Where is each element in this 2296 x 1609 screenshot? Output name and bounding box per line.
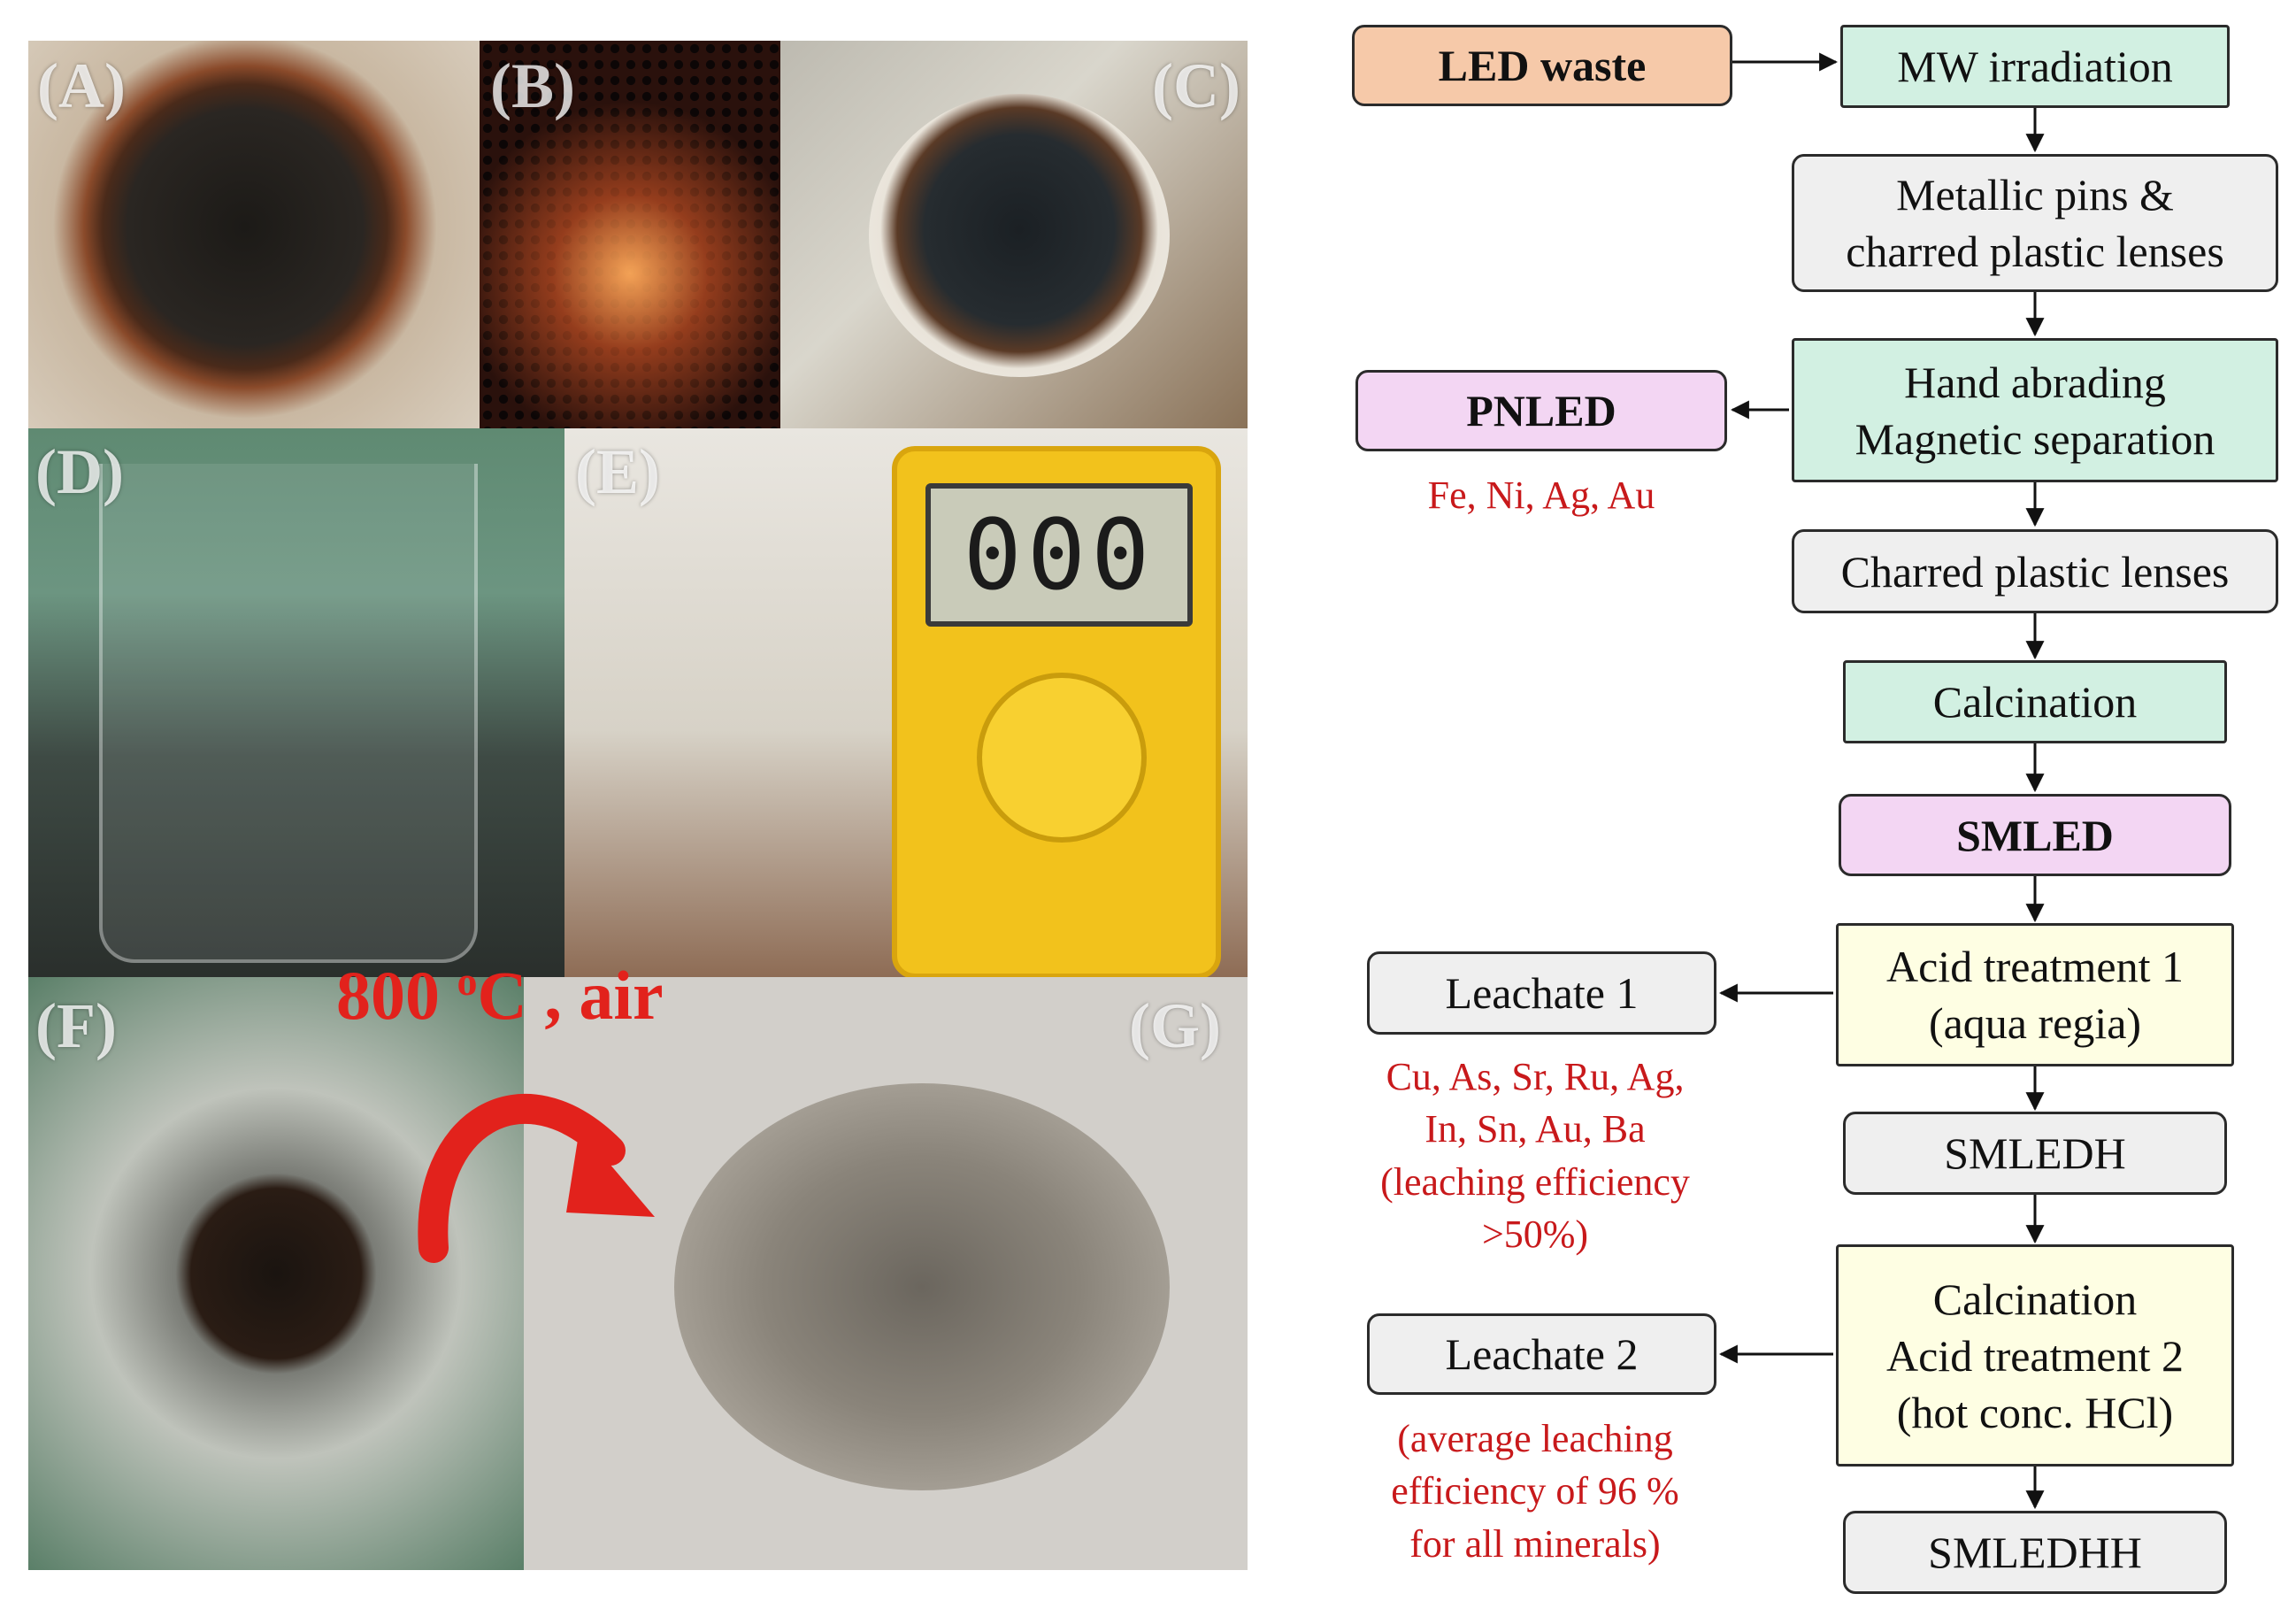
- crucible-image: [869, 94, 1170, 377]
- panel-label-f: (F): [35, 990, 117, 1061]
- node-hand-abrading: Hand abrading Magnetic separation: [1792, 338, 2278, 482]
- beaker-image: [99, 464, 478, 963]
- panel-label-g: (G): [1129, 990, 1221, 1061]
- note-leachate-1: Cu, As, Sr, Ru, Ag, In, Sn, Au, Ba (leac…: [1380, 1055, 1690, 1257]
- photo-panel-f: (F): [28, 977, 524, 1570]
- photo-panel-c: (C): [780, 41, 1248, 428]
- photo-panel-e: 000 (E): [564, 428, 1248, 977]
- multimeter-dial: [977, 673, 1147, 843]
- node-metallic-pins: Metallic pins & charred plastic lenses: [1792, 154, 2278, 292]
- node-leachate-1: Leachate 1: [1367, 951, 1716, 1035]
- panel-label-b: (B): [490, 50, 575, 121]
- node-charred-lenses: Charred plastic lenses: [1792, 529, 2278, 613]
- panel-label-c: (C): [1152, 50, 1240, 121]
- photo-panel-g: (G): [524, 977, 1248, 1570]
- panel-label-d: (D): [35, 436, 124, 507]
- node-led-waste: LED waste: [1352, 25, 1732, 106]
- panel-label-e: (E): [575, 436, 660, 507]
- panel-label-a: (A): [37, 50, 126, 121]
- node-calcination: Calcination: [1843, 660, 2227, 743]
- node-smledh: SMLEDH: [1843, 1112, 2227, 1195]
- powder-pile-image: [674, 1083, 1170, 1490]
- photo-panel-b: (B): [480, 41, 780, 428]
- node-acid-treatment-1: Acid treatment 1 (aqua regia): [1836, 923, 2234, 1066]
- node-smledhh: SMLEDHH: [1843, 1511, 2227, 1594]
- note-leachate-2: (average leaching efficiency of 96 % for…: [1391, 1417, 1679, 1566]
- curved-arrow-icon: [418, 1093, 655, 1263]
- node-leachate-2: Leachate 2: [1367, 1313, 1716, 1395]
- photo-panel-d: (D): [28, 428, 564, 977]
- node-pnled: PNLED: [1355, 370, 1727, 451]
- node-acid-treatment-2: Calcination Acid treatment 2 (hot conc. …: [1836, 1244, 2234, 1467]
- node-smled: SMLED: [1839, 794, 2231, 876]
- photo-panel-a: (A): [28, 41, 480, 428]
- node-mw-irradiation: MW irradiation: [1840, 25, 2230, 108]
- photo-collage: (A) (B) (C) (D) 000 (E) (F) (G): [28, 41, 1248, 1570]
- calcination-condition-label: 800 oC , air: [336, 957, 664, 1034]
- multimeter-image: 000: [892, 446, 1221, 977]
- note-pnled: Fe, Ni, Ag, Au: [1427, 473, 1655, 517]
- multimeter-display: 000: [925, 483, 1193, 627]
